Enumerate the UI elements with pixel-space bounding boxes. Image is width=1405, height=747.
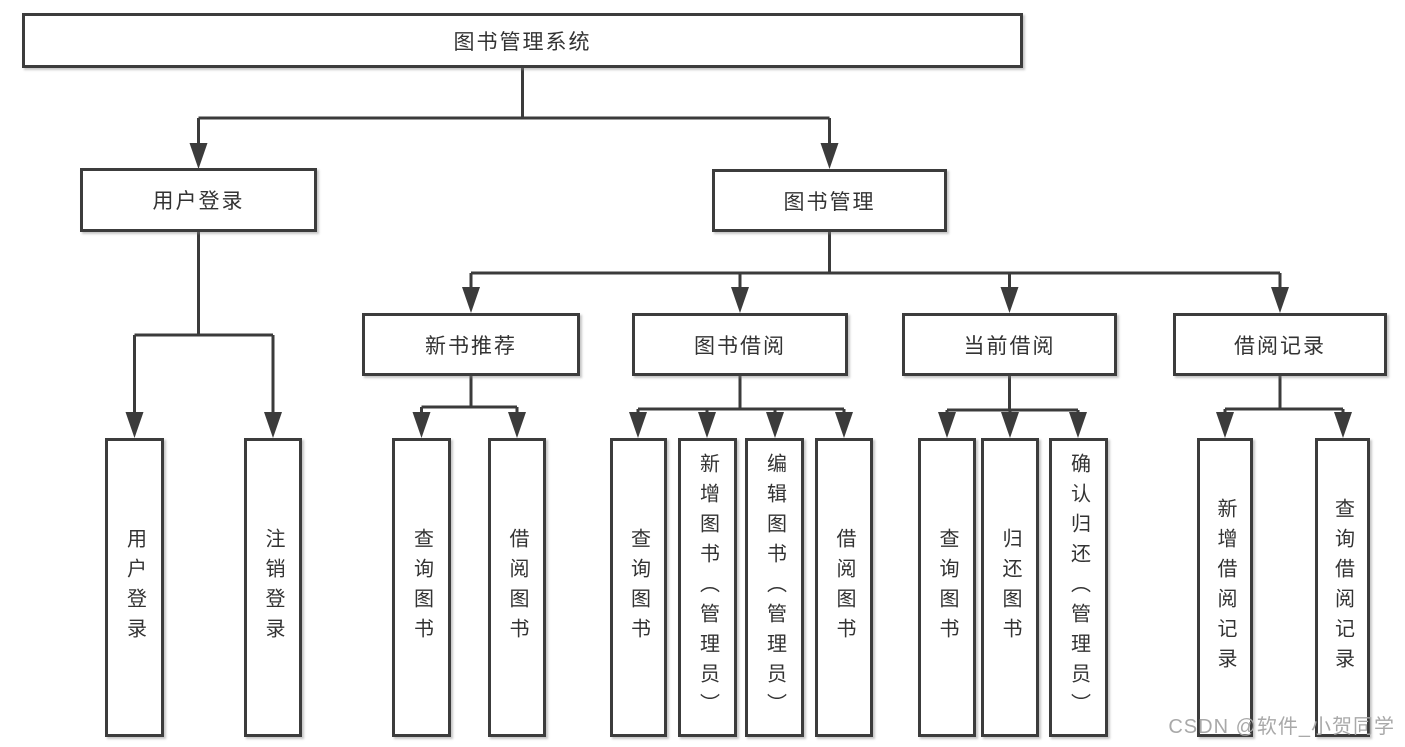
leaf-cb-confirm-return-admin: 确认归还（管理员） bbox=[1049, 438, 1108, 737]
leaf-br-query-record-label: 查询借阅记录 bbox=[1331, 497, 1354, 678]
node-new-book-recommend-label: 新书推荐 bbox=[425, 334, 517, 358]
leaf-cb-confirm-return-admin-label: 确认归还（管理员） bbox=[1067, 452, 1090, 723]
node-current-borrow-label: 当前借阅 bbox=[963, 334, 1056, 358]
node-current-borrow: 当前借阅 bbox=[902, 313, 1117, 376]
leaf-bb-edit-book-admin-label: 编辑图书（管理员） bbox=[763, 452, 786, 723]
leaf-cb-query-book-label: 查询图书 bbox=[936, 527, 958, 648]
csdn-watermark: CSDN @软件_小贺同学 bbox=[1168, 716, 1395, 738]
leaf-user-login-label: 用户登录 bbox=[123, 527, 146, 648]
leaf-logout-login-label: 注销登录 bbox=[262, 527, 284, 648]
node-book-management-label: 图书管理 bbox=[783, 190, 876, 214]
leaf-bb-borrow-book-label: 借阅图书 bbox=[833, 527, 855, 648]
node-user-login: 用户登录 bbox=[80, 168, 317, 232]
leaf-nbr-query-book-label: 查询图书 bbox=[410, 527, 433, 648]
leaf-bb-add-book-admin-label: 新增图书（管理员） bbox=[696, 452, 719, 723]
node-new-book-recommend: 新书推荐 bbox=[362, 313, 580, 376]
leaf-cb-return-book-label: 归还图书 bbox=[999, 527, 1021, 648]
node-borrow-record: 借阅记录 bbox=[1173, 313, 1387, 376]
leaf-user-login: 用户登录 bbox=[105, 438, 164, 737]
leaf-nbr-borrow-book-label: 借阅图书 bbox=[506, 527, 528, 648]
leaf-bb-borrow-book: 借阅图书 bbox=[815, 438, 873, 737]
leaf-bb-query-book: 查询图书 bbox=[610, 438, 667, 737]
leaf-cb-query-book: 查询图书 bbox=[918, 438, 976, 737]
leaf-br-query-record: 查询借阅记录 bbox=[1315, 438, 1370, 737]
leaf-logout-login: 注销登录 bbox=[244, 438, 302, 737]
leaf-bb-add-book-admin: 新增图书（管理员） bbox=[678, 438, 737, 737]
node-root-label: 图书管理系统 bbox=[453, 30, 592, 54]
node-borrow-record-label: 借阅记录 bbox=[1234, 334, 1326, 358]
node-user-login-label: 用户登录 bbox=[152, 190, 245, 213]
node-root: 图书管理系统 bbox=[22, 13, 1023, 68]
leaf-nbr-query-book: 查询图书 bbox=[392, 438, 451, 737]
leaf-bb-query-book-label: 查询图书 bbox=[627, 527, 650, 648]
leaf-nbr-borrow-book: 借阅图书 bbox=[488, 438, 546, 737]
leaf-bb-edit-book-admin: 编辑图书（管理员） bbox=[745, 438, 804, 737]
leaf-br-add-record-label: 新增借阅记录 bbox=[1214, 497, 1236, 678]
node-book-management: 图书管理 bbox=[712, 169, 947, 232]
leaf-cb-return-book: 归还图书 bbox=[981, 438, 1039, 737]
leaf-br-add-record: 新增借阅记录 bbox=[1197, 438, 1253, 737]
node-book-borrow-label: 图书借阅 bbox=[694, 334, 786, 358]
node-book-borrow: 图书借阅 bbox=[632, 313, 848, 376]
